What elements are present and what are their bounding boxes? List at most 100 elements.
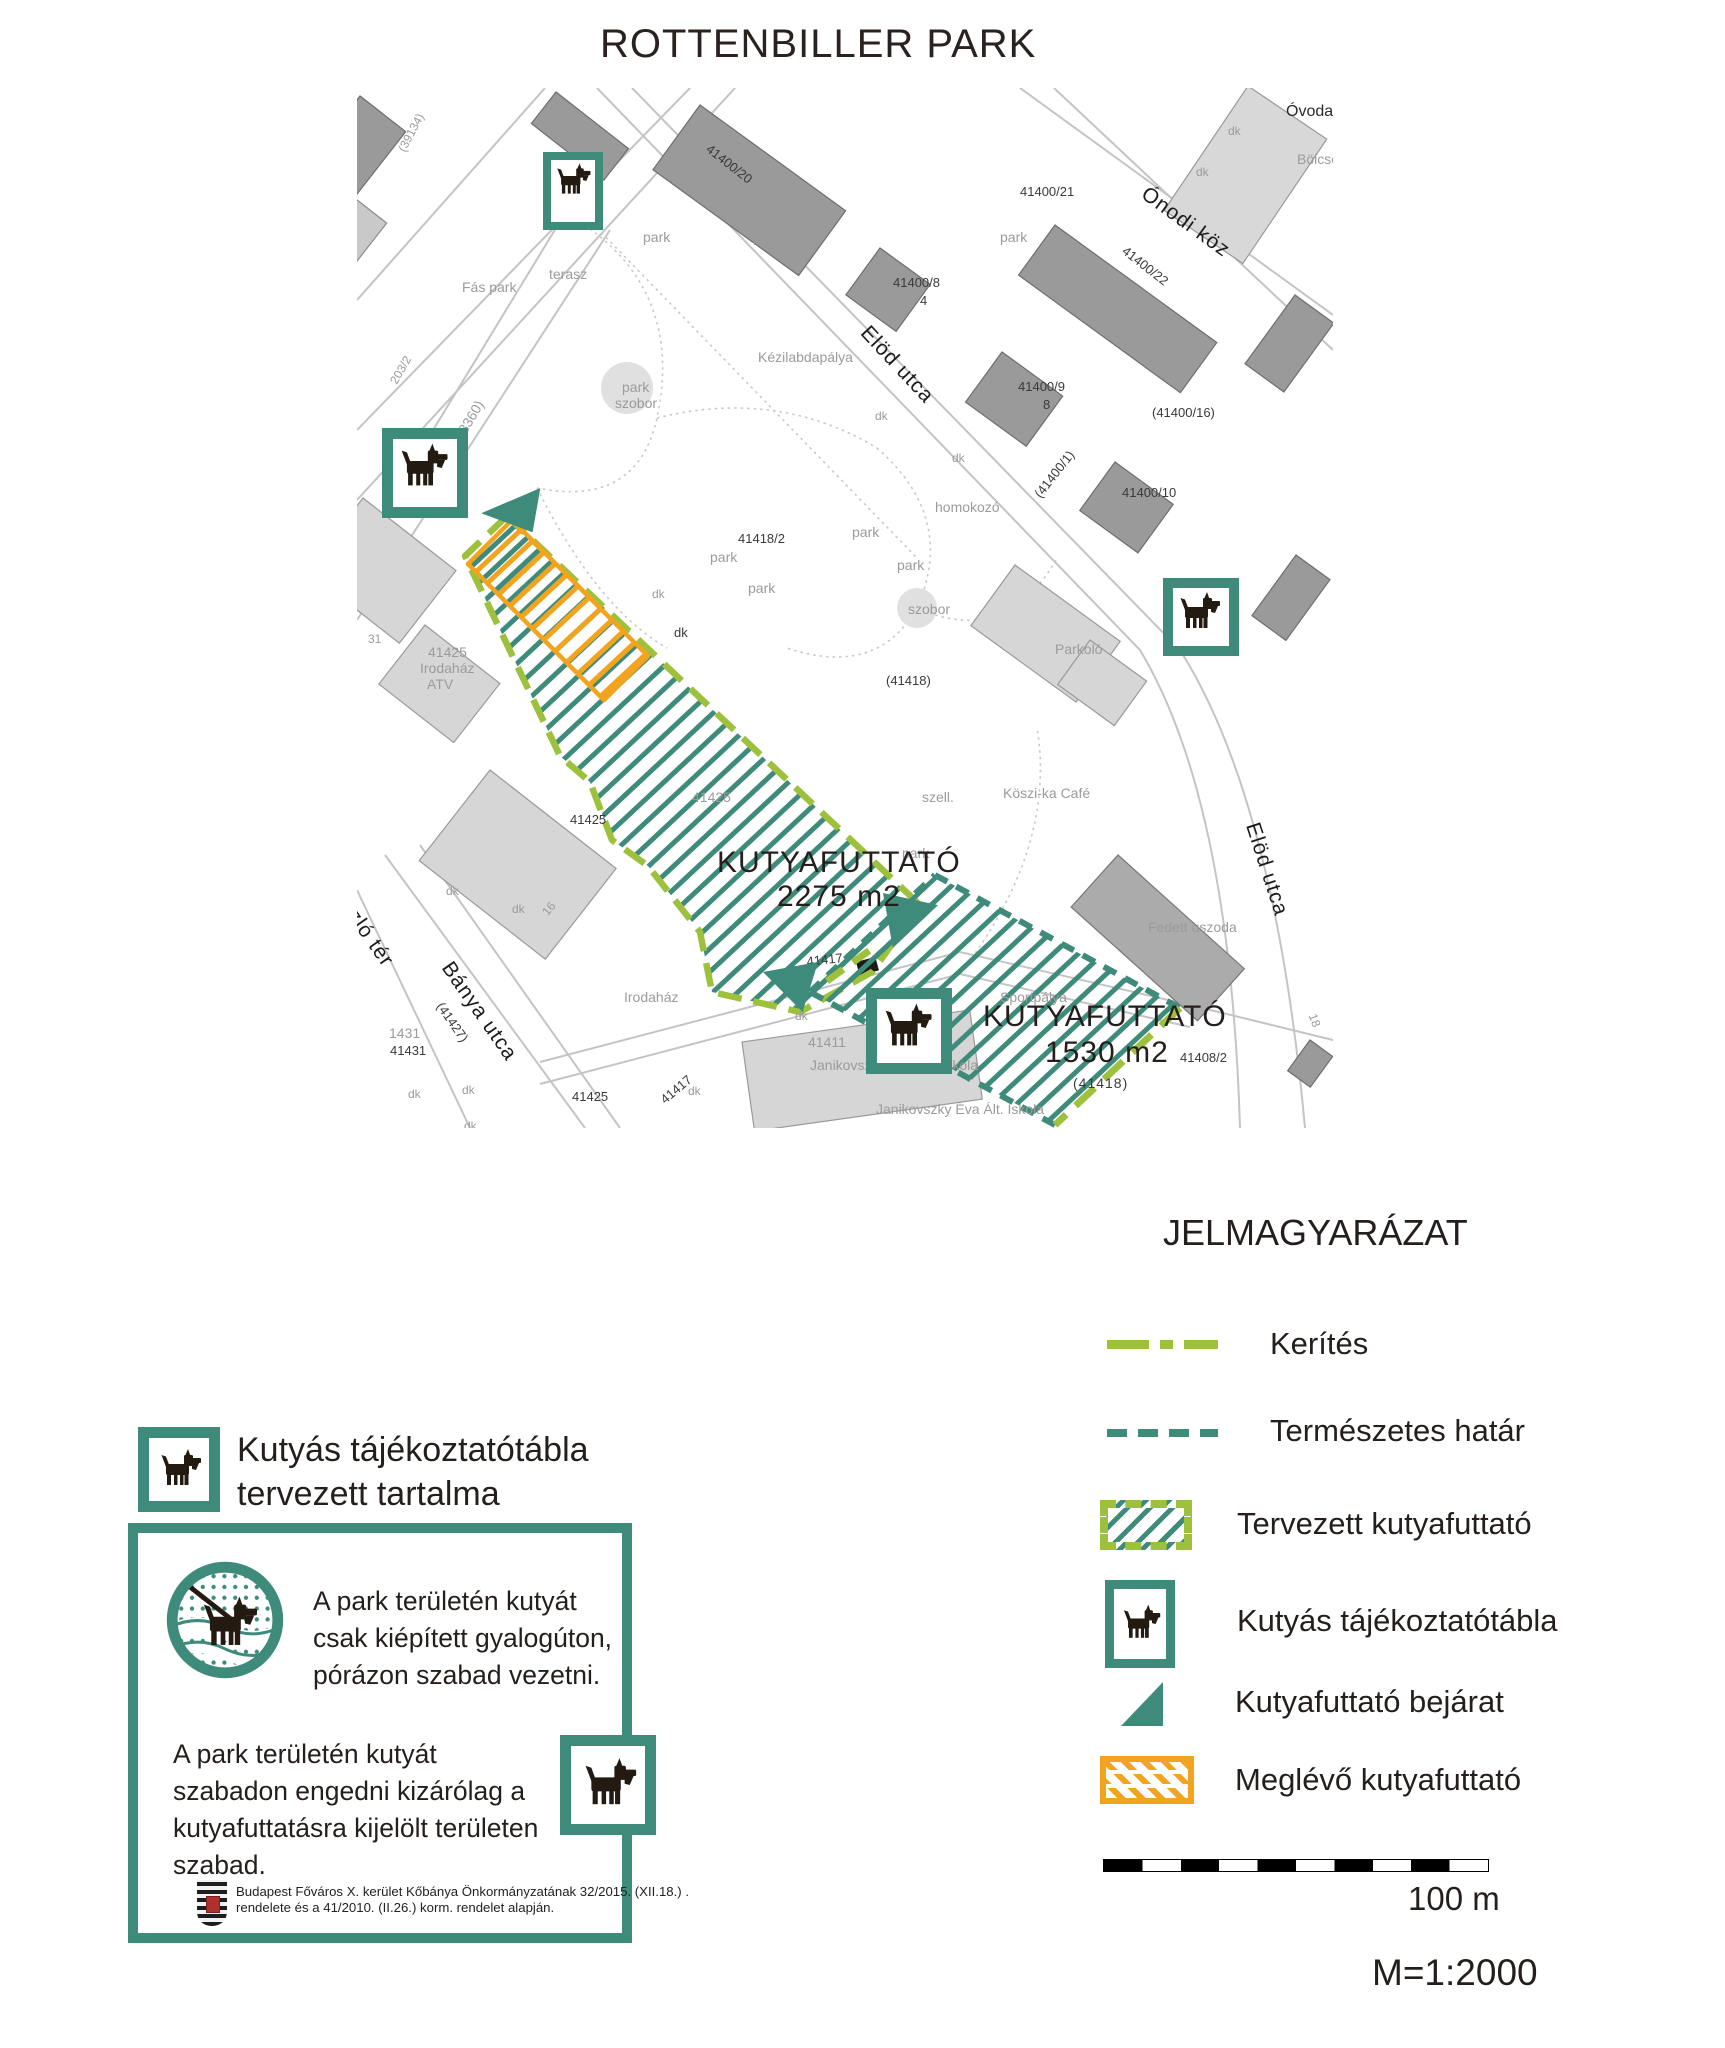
map-label: 41408/2 [1180,1050,1227,1065]
buildings [357,88,1333,1128]
map-label: dk [446,884,459,898]
map-label: Bölcsőde [1297,151,1333,167]
map-label: dk [688,1084,701,1098]
dog-on-leash-circle-icon [166,1561,284,1679]
map-label: 41400/21 [1020,184,1075,199]
map-label: Janikovszky Éva Ált. Iskola [876,1101,1045,1117]
area-caption-size: 2275 m2 [777,880,901,913]
map-label: szobor [615,395,658,411]
map-label: (41400/16) [1152,405,1215,420]
legend-item-label: Természetes határ [1270,1413,1525,1448]
map-label: dk [464,1119,477,1128]
footnote-line1: Budapest Főváros X. kerület Kőbánya Önko… [236,1884,690,1899]
dog-icon [1173,588,1223,638]
existing-dog-park-swatch [1100,1756,1194,1804]
legend-item-label: Tervezett kutyafuttató [1237,1506,1532,1541]
map-label: 41418/2 [738,531,785,546]
natural-boundary-swatch [1107,1429,1218,1437]
legend-item-label: Kutyás tájékoztatótábla [1237,1603,1558,1638]
map-label: park [710,549,738,565]
footnote-line2: rendelete és a 41/2010. (II.26.) korm. r… [236,1900,555,1915]
legend-title: JELMAGYARÁZAT [1163,1212,1468,1253]
map-label: (41418) [886,673,931,688]
entrance-triangle-swatch [1121,1682,1163,1726]
map-label: park [643,229,671,245]
dog-sign-swatch [1105,1580,1175,1668]
map-label: park [902,845,930,861]
map-label: park [748,580,776,596]
map-base-drawing [357,88,1333,1128]
map-label: szobor [908,601,951,617]
map-label: dk [952,451,965,465]
scale-label: 100 m [1408,1880,1500,1917]
info-panel-heading-line1: Kutyás tájékoztatótábla [237,1431,589,1469]
map-label: ATV [427,676,454,692]
info-panel-heading-line2: tervezett tartalma [237,1475,500,1513]
map-label: 41425 [428,644,467,660]
park-rule-2: A park területén kutyát szabadon engedni… [173,1739,539,1880]
dog-sign-marker [1163,578,1239,656]
area-caption-name: KUTYAFUTTATÓ [717,846,961,879]
dog-icon [576,1753,640,1817]
map-label: 41425 [692,789,731,805]
map-label: 41411 [808,1034,846,1050]
park-rule-1: A park területén kutyát csak kiépített g… [313,1586,613,1690]
map-label: Irodaház [420,660,475,676]
dog-sign-marker [866,988,952,1074]
dog-sign-heading-icon [138,1427,220,1512]
dog-icon [551,160,593,202]
map-label: 4 [920,293,928,308]
existing-dog-park-area [465,517,651,703]
map-label: 1431 [389,1025,421,1041]
map-label: Köszi-ka Café [1003,785,1091,801]
map-label: Kézilabdapálya [758,349,853,365]
map-label: park [897,557,925,573]
map-label: dk [795,1009,808,1023]
area-caption-size: 1530 m2 [1045,1036,1169,1069]
scale-bar [1103,1859,1489,1872]
map-label: dk [674,625,688,640]
footnote: Budapest Főváros X. kerület Kőbánya Önko… [236,1884,689,1916]
kobanya-coat-of-arms-icon [197,1880,227,1926]
map-label: 41400/8 [893,275,940,290]
info-panel-heading: Kutyás tájékoztatótábla tervezett tartal… [237,1428,589,1516]
area-caption-parcel: (41418) [1073,1075,1129,1091]
map-label: Irodaház [624,989,679,1005]
map-label: dk [408,1087,421,1101]
map-label: 41400/9 [1018,379,1065,394]
fence-line-swatch [1107,1340,1218,1349]
map-label: Fedett uszoda [1148,919,1237,935]
map-label: 31 [368,632,382,646]
map-label: homokozó [935,499,1000,515]
map-label: 41425 [570,812,607,827]
map-label: 8 [1043,397,1051,412]
map-label: park [1000,229,1028,245]
dog-icon [393,439,451,497]
page-title: ROTTENBILLER PARK [600,22,1037,66]
map-label: dk [1228,124,1241,138]
map-label: szell. [922,789,954,805]
dog-sign-panel-icon [560,1735,656,1835]
map-label: park [852,524,880,540]
dog-icon [1117,1601,1163,1647]
legend-item-label: Kutyafuttató bejárat [1235,1684,1504,1719]
map-label: dk [512,902,525,916]
dog-sign-marker [382,428,468,518]
map-label: park [753,229,781,245]
map-label: dk [652,587,665,601]
map-label: Parkoló [1055,641,1103,657]
area-caption-name: KUTYAFUTTATÓ [983,1000,1227,1033]
map-label: dk [1196,165,1209,179]
dog-sign-marker [543,152,603,230]
map-label: Fás park [462,279,517,295]
map-label: Sportpálya [1000,989,1067,1005]
scale-ratio: M=1:2000 [1372,1952,1538,1993]
map-label: Óvoda [1286,103,1333,120]
map-label: dk [462,1083,475,1097]
map-label: 41425 [572,1089,609,1104]
dog-icon [877,999,935,1057]
map-label: park [622,379,650,395]
planned-dog-park-swatch [1100,1500,1192,1550]
